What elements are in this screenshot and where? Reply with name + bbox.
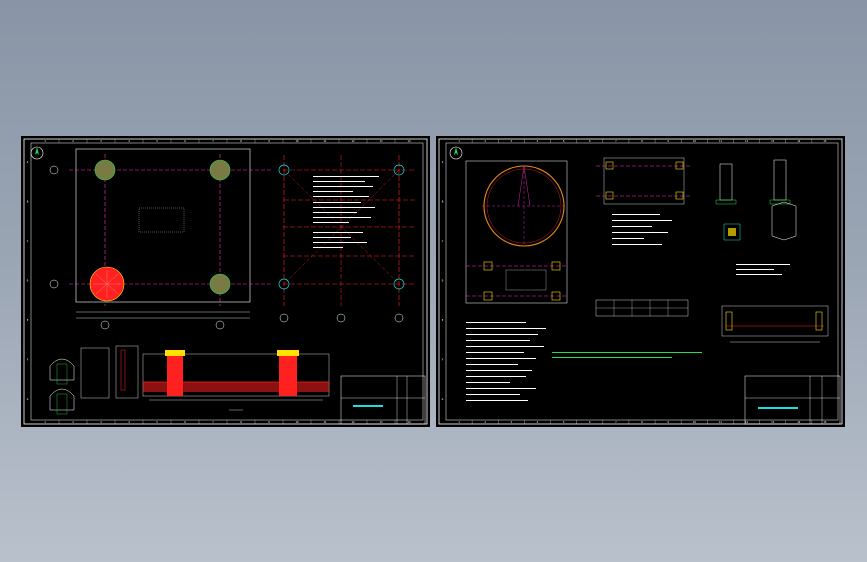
frame-tick-label: 11 [323, 420, 327, 424]
frame-side-label: A [442, 160, 444, 164]
outer-frame [23, 138, 428, 425]
foundation-plan-view[interactable] [49, 148, 271, 330]
frame-tick-label: 2 [72, 420, 74, 424]
frame-tick-label: 4 [537, 139, 539, 143]
frame-tick-label: 5 [563, 420, 565, 424]
frame-side-label: F [442, 358, 444, 362]
frame-tick-label: 13 [771, 420, 775, 424]
frame-tick-label: 9 [667, 420, 669, 424]
frame-tick-label: 13 [379, 420, 383, 424]
frame-tick-label: 2 [72, 139, 74, 143]
frame-side-label: C [442, 239, 444, 243]
pile-detail-views[interactable] [49, 345, 139, 415]
frame-tick-label: 4 [128, 420, 130, 424]
frame-tick-label: 13 [771, 139, 775, 143]
frame-tick-label: 6 [589, 139, 591, 143]
frame-tick-label: 10 [295, 420, 299, 424]
frame-side-label: B [27, 199, 29, 203]
frame-tick-label: 6 [589, 420, 591, 424]
frame-side-label: E [27, 318, 29, 322]
material-schedule-table[interactable] [595, 299, 689, 317]
sheet-left-canvas: 11223344556677889910101111121213131414AB… [23, 138, 428, 425]
north-arrow-icon [30, 146, 44, 160]
frame-tick-label: 7 [615, 420, 617, 424]
frame-tick-label: 7 [212, 139, 214, 143]
design-notes-green [552, 352, 702, 358]
north-arrow-icon [449, 146, 463, 160]
frame-tick-label: 11 [719, 420, 723, 424]
frame-tick-label: 1 [458, 420, 460, 424]
frame-tick-label: 15 [823, 420, 827, 424]
frame-tick-label: 4 [537, 420, 539, 424]
frame-tick-label: 4 [128, 139, 130, 143]
frame-tick-label: 5 [156, 139, 158, 143]
frame-side-label: G [442, 397, 444, 401]
pile-layout-plan[interactable] [278, 155, 416, 323]
frame-side-label: A [27, 160, 29, 164]
sheet-right-canvas: 1122334455667788991010111112121313141415… [438, 138, 843, 425]
frame-tick-label: 13 [379, 139, 383, 143]
frame-tick-label: 10 [693, 139, 697, 143]
frame-tick-label: 8 [240, 139, 242, 143]
title-block[interactable] [744, 375, 841, 425]
frame-side-label: F [27, 358, 29, 362]
frame-tick-label: 1 [458, 139, 460, 143]
frame-tick-label: 9 [667, 139, 669, 143]
frame-side-label: D [27, 279, 29, 283]
frame-tick-label: 3 [511, 139, 513, 143]
frame-tick-label: 15 [823, 139, 827, 143]
frame-tick-label: 14 [407, 139, 411, 143]
frame-tick-label: 6 [184, 420, 186, 424]
frame-tick-label: 7 [212, 420, 214, 424]
frame-tick-label: 11 [323, 139, 327, 143]
foundation-section-elevation[interactable] [142, 350, 330, 411]
inner-frame [445, 142, 839, 421]
tank-foundation-ring-plan[interactable] [465, 160, 568, 304]
frame-tick-label: 5 [156, 420, 158, 424]
frame-ticks: 11223344556677889910101111121213131414AB… [27, 139, 411, 424]
frame-tick-label: 8 [641, 420, 643, 424]
frame-tick-label: 11 [719, 139, 723, 143]
frame-tick-label: 2 [484, 420, 486, 424]
frame-tick-label: 8 [641, 139, 643, 143]
title-block[interactable] [340, 375, 426, 425]
frame-tick-label: 8 [240, 420, 242, 424]
frame-tick-label: 3 [100, 420, 102, 424]
frame-tick-label: 12 [745, 139, 749, 143]
frame-side-label: G [27, 397, 29, 401]
frame-tick-label: 10 [295, 139, 299, 143]
frame-side-label: E [442, 318, 444, 322]
frame-tick-label: 12 [351, 420, 355, 424]
outer-frame [438, 138, 843, 425]
column-base-details[interactable] [715, 159, 797, 275]
frame-tick-label: 5 [563, 139, 565, 143]
frame-side-label: D [442, 279, 444, 283]
frame-tick-label: 2 [484, 139, 486, 143]
frame-tick-label: 6 [184, 139, 186, 143]
frame-side-label: B [442, 199, 444, 203]
frame-tick-label: 3 [100, 139, 102, 143]
frame-tick-label: 1 [44, 420, 46, 424]
anchor-bolt-details[interactable] [596, 157, 691, 245]
frame-ticks: 1122334455667788991010111112121313141415… [442, 139, 827, 424]
frame-tick-label: 3 [511, 420, 513, 424]
frame-tick-label: 14 [407, 420, 411, 424]
ring-beam-section[interactable] [721, 305, 829, 343]
frame-tick-label: 1 [44, 139, 46, 143]
frame-tick-label: 14 [797, 420, 801, 424]
frame-tick-label: 14 [797, 139, 801, 143]
frame-tick-label: 7 [615, 139, 617, 143]
frame-tick-label: 12 [351, 139, 355, 143]
frame-tick-label: 9 [268, 420, 270, 424]
general-notes [466, 322, 546, 401]
frame-side-label: C [27, 239, 29, 243]
frame-tick-label: 10 [693, 420, 697, 424]
frame-tick-label: 12 [745, 420, 749, 424]
frame-tick-label: 9 [268, 139, 270, 143]
